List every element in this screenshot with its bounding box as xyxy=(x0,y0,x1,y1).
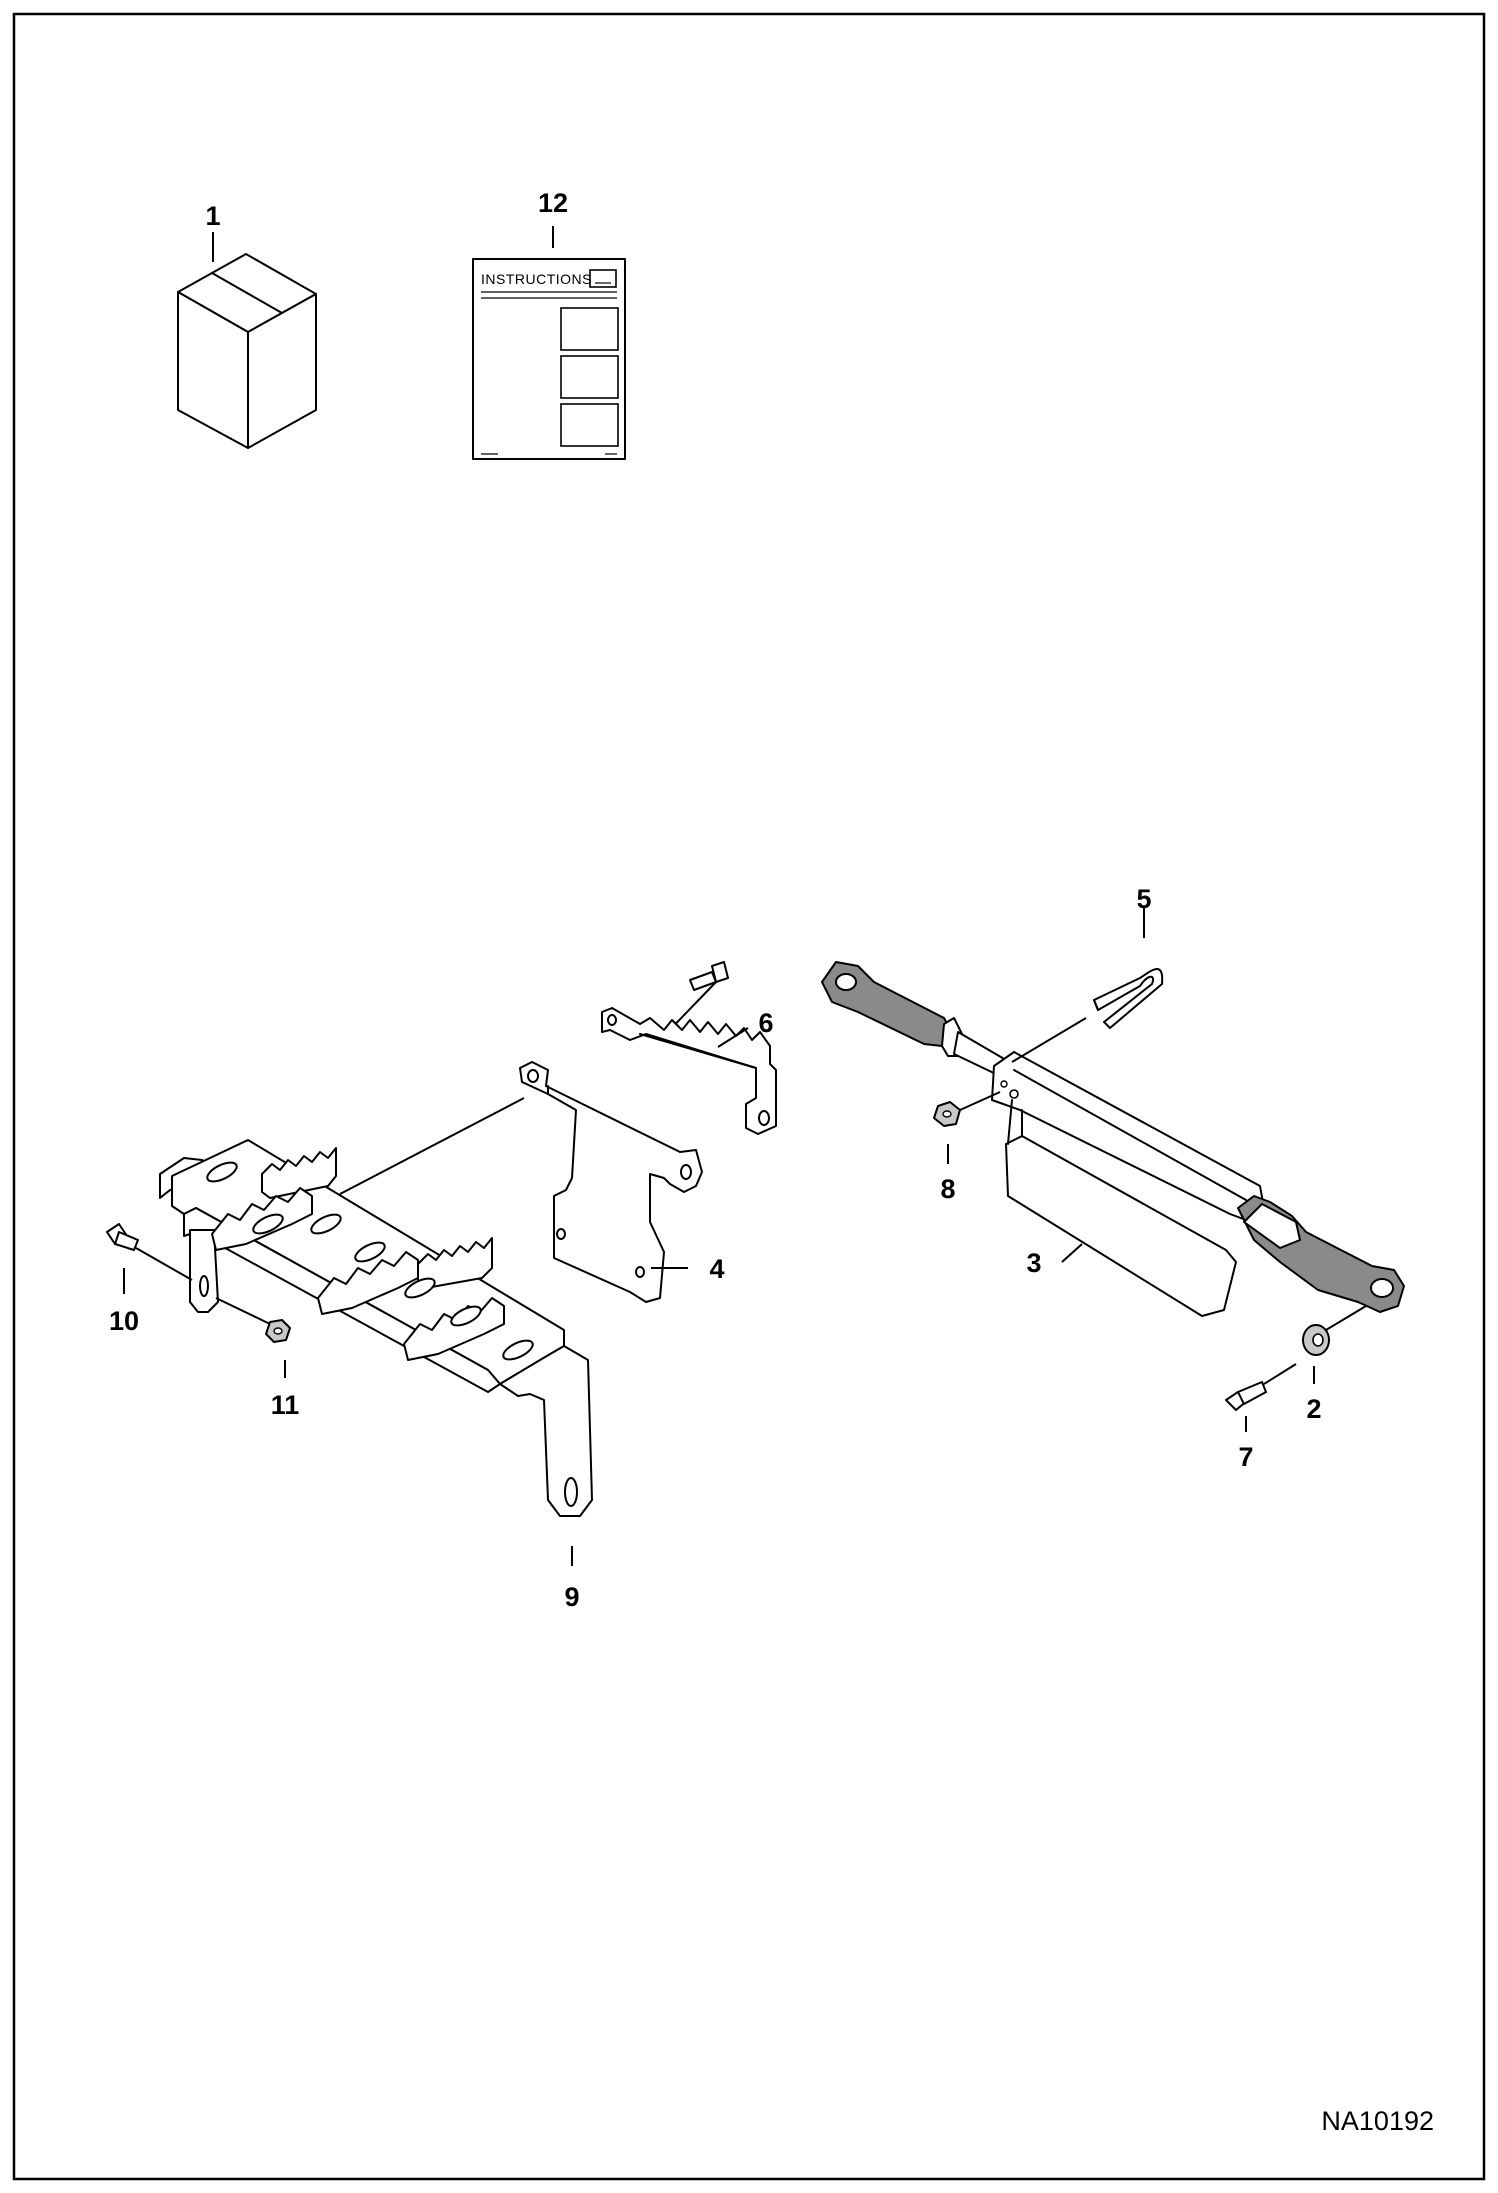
part-hook-pin xyxy=(1093,968,1164,1029)
part-deflector-link xyxy=(821,961,1405,1317)
callout-2: 2 xyxy=(1306,1394,1321,1424)
part-washer xyxy=(1302,1305,1367,1356)
callout-1: 1 xyxy=(205,201,220,231)
callout-8: 8 xyxy=(940,1174,955,1204)
drawing-code: NA10192 xyxy=(1321,2106,1434,2136)
callout-7: 7 xyxy=(1238,1442,1253,1472)
callout-6: 6 xyxy=(758,1008,773,1038)
instructions-title: INSTRUCTIONS xyxy=(481,271,592,287)
callout-10: 10 xyxy=(109,1306,139,1336)
part-nut-left xyxy=(215,1297,291,1343)
callout-5: 5 xyxy=(1136,884,1151,914)
part-bolt-left xyxy=(106,1223,193,1281)
part-nut-right xyxy=(933,1091,1001,1127)
part-instruction-sheet: INSTRUCTIONS xyxy=(472,258,626,460)
callout-9: 9 xyxy=(564,1582,579,1612)
part-bolt-lower-right xyxy=(1225,1363,1297,1411)
callout-4: 4 xyxy=(709,1254,724,1284)
part-step-bracket xyxy=(159,1139,593,1517)
callout-12: 12 xyxy=(538,188,568,218)
part-plate xyxy=(519,1061,703,1303)
part-upper-bracket xyxy=(601,961,777,1135)
callout-11: 11 xyxy=(271,1390,300,1420)
part-box-drawing xyxy=(177,253,317,449)
page-border xyxy=(12,12,1486,2181)
callout-3: 3 xyxy=(1026,1248,1041,1278)
